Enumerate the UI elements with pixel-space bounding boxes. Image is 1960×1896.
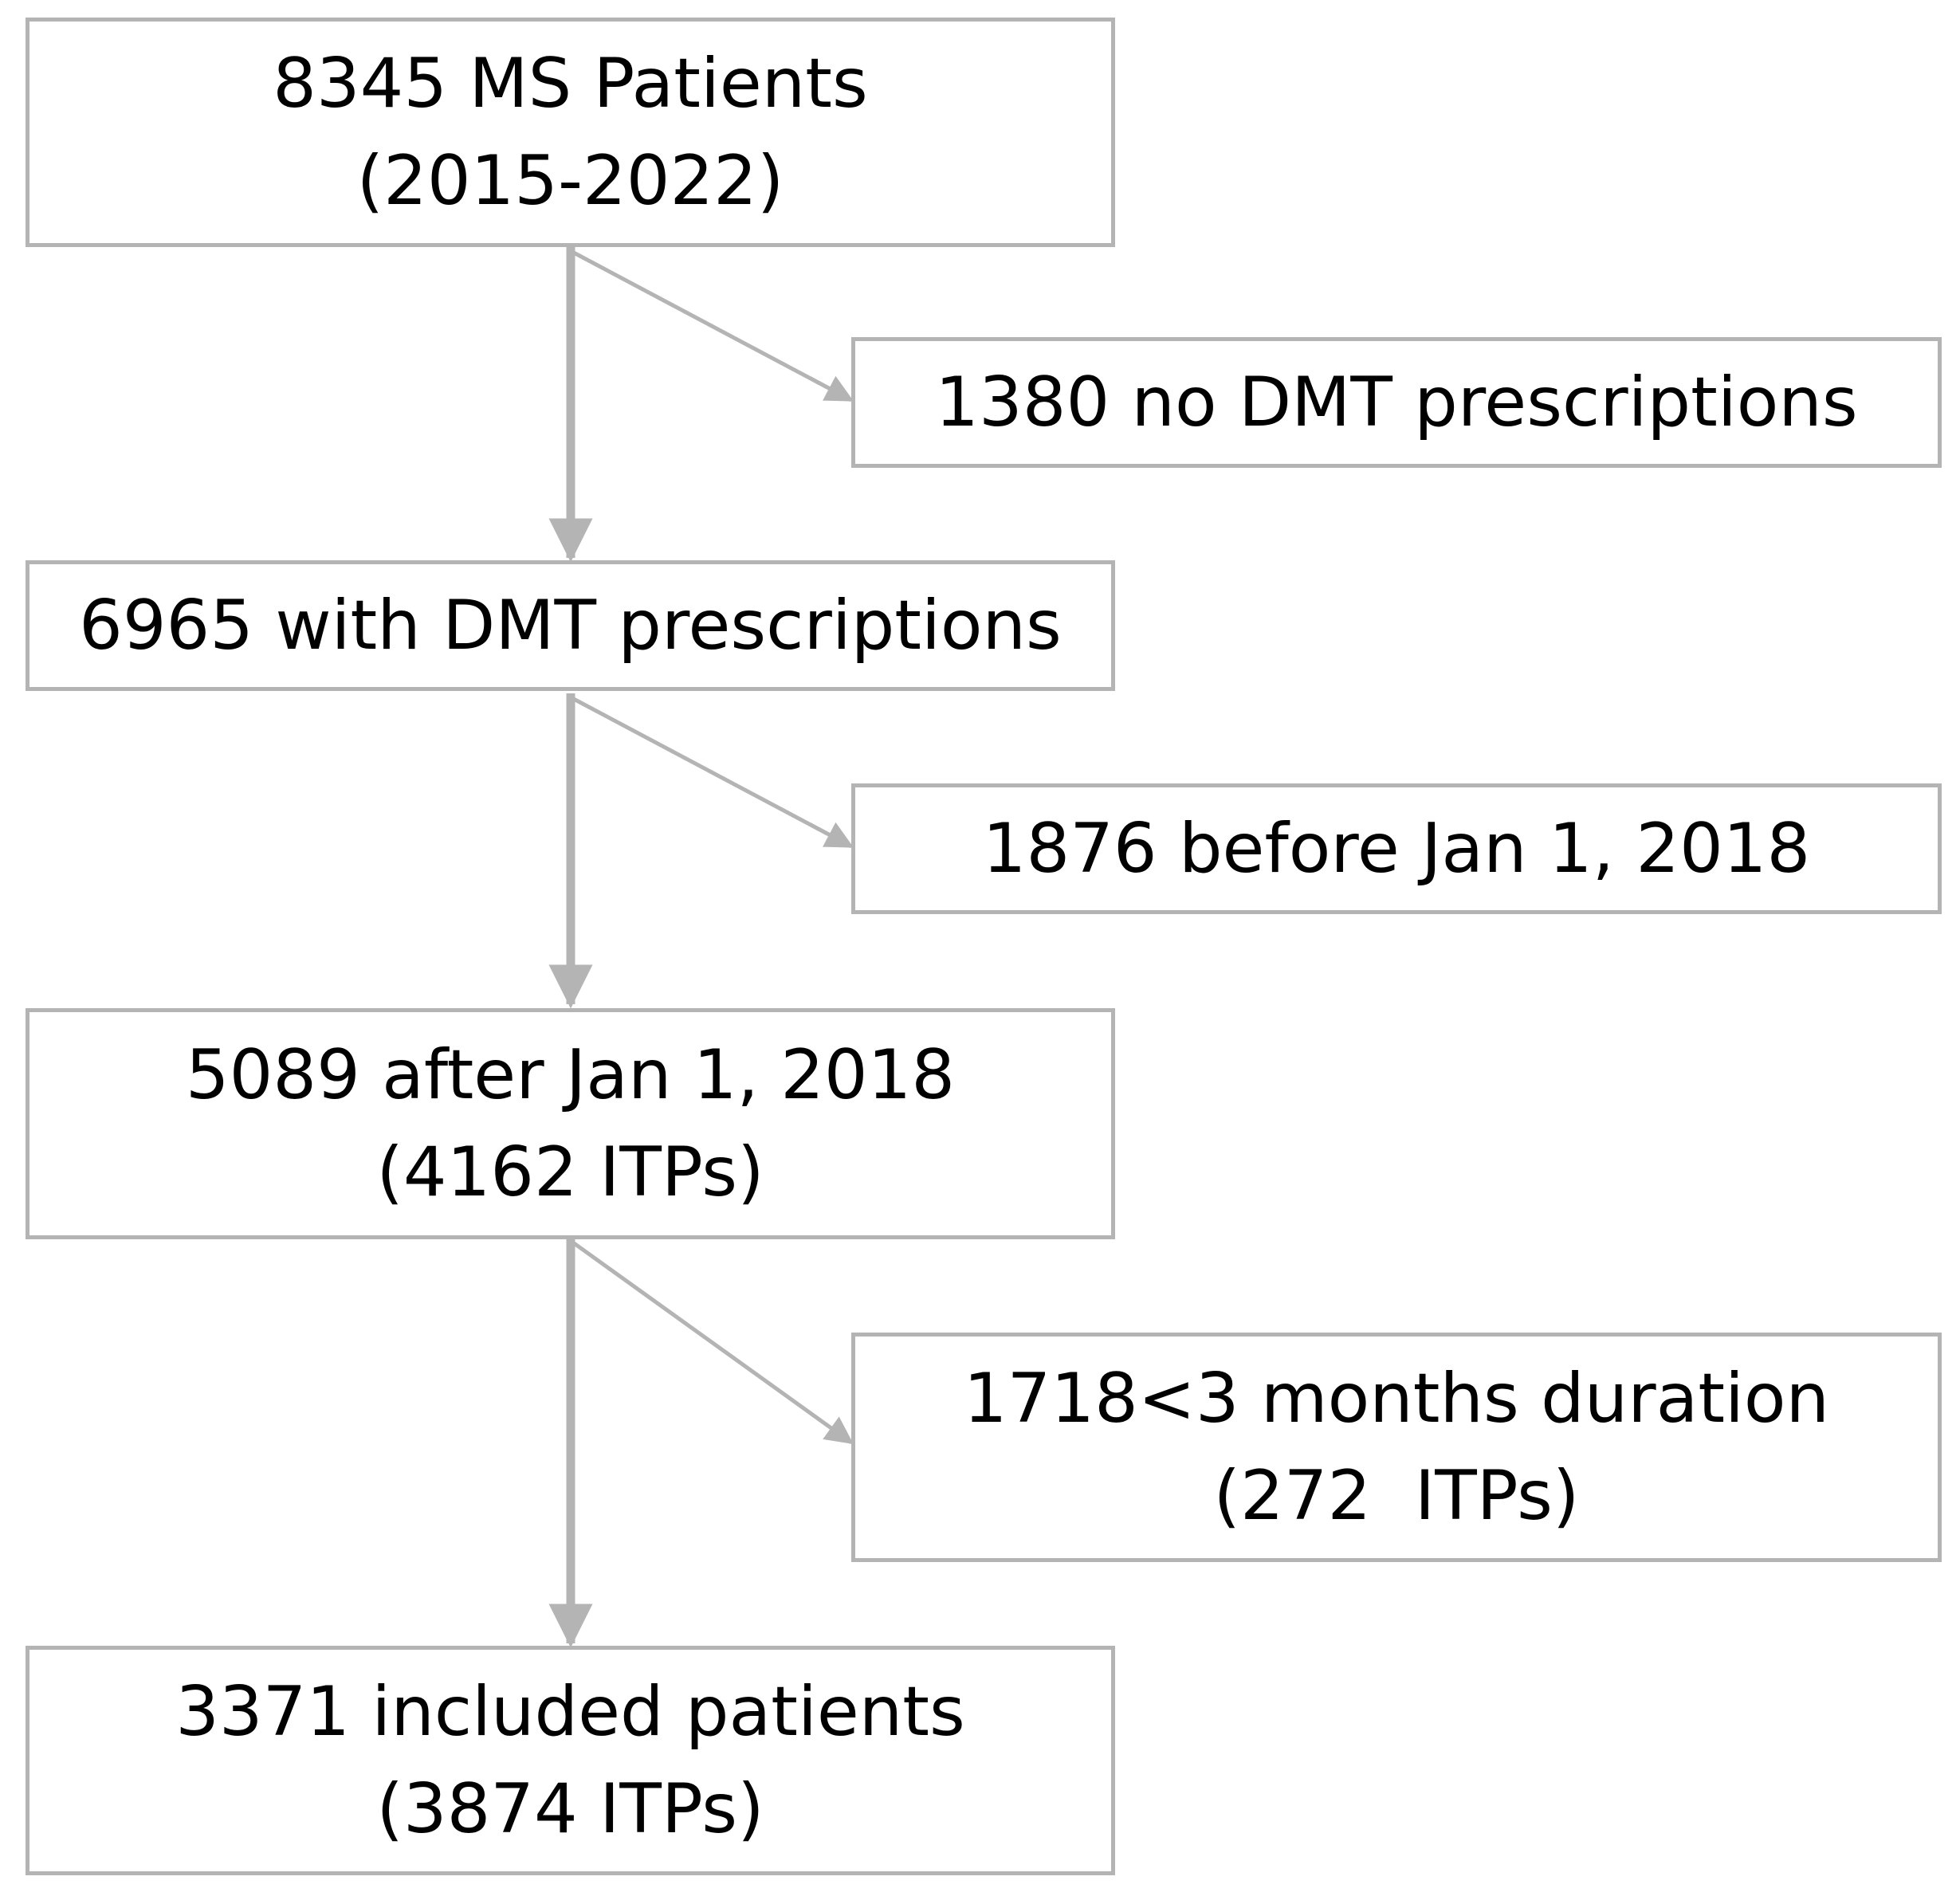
exclusion-arrow-2 — [569, 695, 854, 849]
total-patients-box: 8345 MS Patients (2015-2022) — [26, 18, 1115, 247]
included-patients-count: 3371 included patients — [175, 1672, 965, 1752]
no-dmt-exclusion-text: 1380 no DMT prescriptions — [935, 363, 1858, 442]
with-dmt-box: 6965 with DMT prescriptions — [26, 560, 1115, 691]
short-duration-exclusion-box: 1718<3 months duration (272 ITPs) — [851, 1333, 1942, 1562]
exclusion-arrow-3 — [569, 1238, 854, 1445]
before-2018-exclusion-box: 1876 before Jan 1, 2018 — [851, 783, 1942, 914]
with-dmt-text: 6965 with DMT prescriptions — [79, 586, 1062, 665]
total-patients-period: (2015-2022) — [356, 141, 784, 221]
included-patients-box: 3371 included patients (3874 ITPs) — [26, 1646, 1115, 1875]
before-2018-exclusion-text: 1876 before Jan 1, 2018 — [982, 809, 1811, 889]
short-duration-count: 1718<3 months duration — [963, 1359, 1830, 1439]
short-duration-itps: (272 ITPs) — [1213, 1456, 1580, 1536]
included-patients-itps: (3874 ITPs) — [376, 1769, 764, 1849]
after-2018-itps: (4162 ITPs) — [376, 1132, 764, 1212]
after-2018-box: 5089 after Jan 1, 2018 (4162 ITPs) — [26, 1008, 1115, 1239]
exclusion-arrow-1 — [569, 249, 854, 402]
no-dmt-exclusion-box: 1380 no DMT prescriptions — [851, 337, 1942, 468]
total-patients-count: 8345 MS Patients — [273, 44, 868, 124]
after-2018-count: 5089 after Jan 1, 2018 — [185, 1035, 956, 1115]
